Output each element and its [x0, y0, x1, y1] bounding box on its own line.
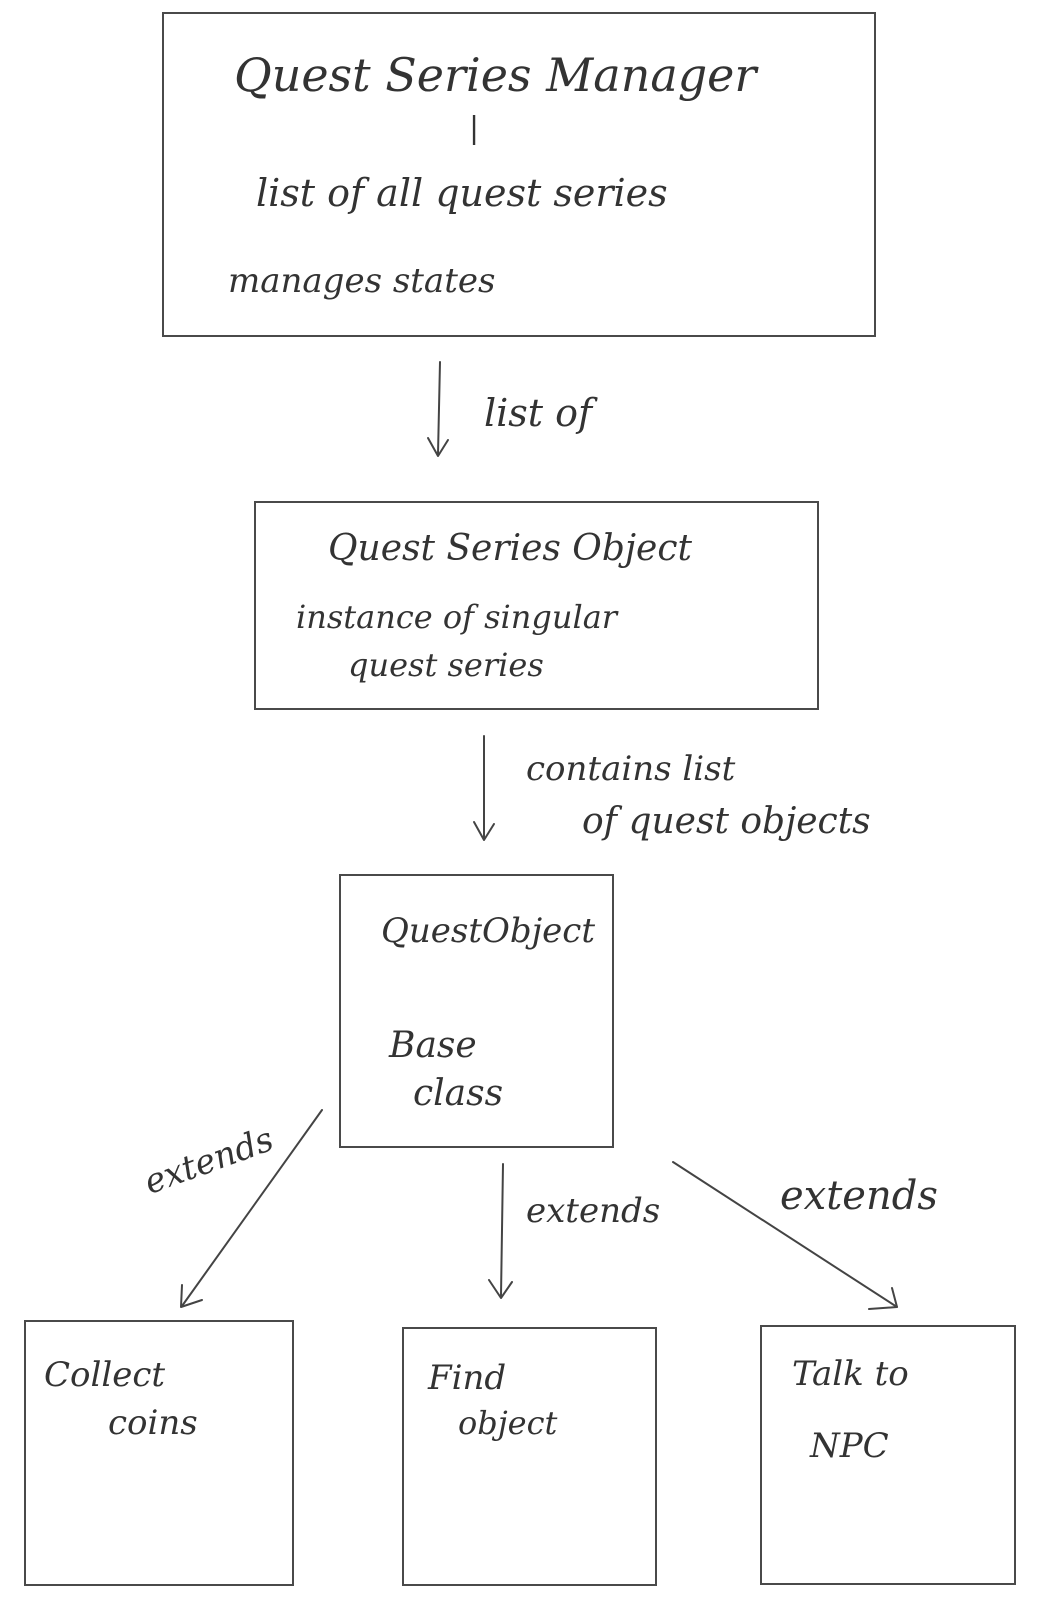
quest-series-manager-description: list of all quest series — [256, 171, 668, 215]
edge-label-of-quest-objects: of quest objects — [582, 801, 871, 842]
edge-label-extends-left: extends — [138, 1119, 279, 1203]
edge-quest-to-find — [500, 1163, 504, 1297]
arrowhead-manager-to-series — [427, 437, 449, 457]
collect-coins-line2: coins — [108, 1403, 198, 1443]
collect-coins-node: Collect coins — [24, 1320, 294, 1586]
find-object-line2: object — [458, 1404, 558, 1442]
edge-label-extends-right: extends — [780, 1173, 938, 1219]
quest-series-object-title: Quest Series Object — [328, 528, 692, 569]
quest-series-manager-title: Quest Series Manager — [234, 48, 757, 102]
quest-object-title: QuestObject — [381, 911, 596, 951]
arrowhead-quest-to-find — [488, 1279, 513, 1299]
edge-label-list-of: list of — [484, 391, 593, 435]
talk-to-npc-node: Talk to NPC — [760, 1325, 1016, 1585]
quest-series-object-description-2: quest series — [348, 646, 544, 684]
find-object-node: Find object — [402, 1327, 657, 1586]
edge-manager-to-series — [437, 361, 441, 455]
collect-coins-line1: Collect — [44, 1355, 166, 1395]
quest-series-object-description: instance of singular — [296, 598, 618, 636]
quest-object-class: class — [413, 1073, 504, 1114]
quest-object-base: Base — [389, 1025, 477, 1066]
edge-label-extends-middle: extends — [526, 1191, 661, 1231]
arrowhead-quest-to-talk — [868, 1287, 898, 1310]
quest-series-manager-separator: | — [469, 111, 480, 146]
arrowhead-quest-to-collect — [180, 1284, 203, 1308]
find-object-line1: Find — [428, 1358, 507, 1398]
quest-series-manager-node: Quest Series Manager | list of all quest… — [162, 12, 876, 337]
talk-to-npc-line2: NPC — [810, 1426, 889, 1466]
quest-series-object-node: Quest Series Object instance of singular… — [254, 501, 819, 710]
arrowhead-series-to-quest — [473, 821, 495, 841]
edge-label-contains-list: contains list — [526, 749, 736, 789]
quest-series-manager-states: manages states — [228, 261, 496, 301]
quest-object-node: QuestObject Base class — [339, 874, 614, 1148]
talk-to-npc-line1: Talk to — [792, 1354, 909, 1394]
